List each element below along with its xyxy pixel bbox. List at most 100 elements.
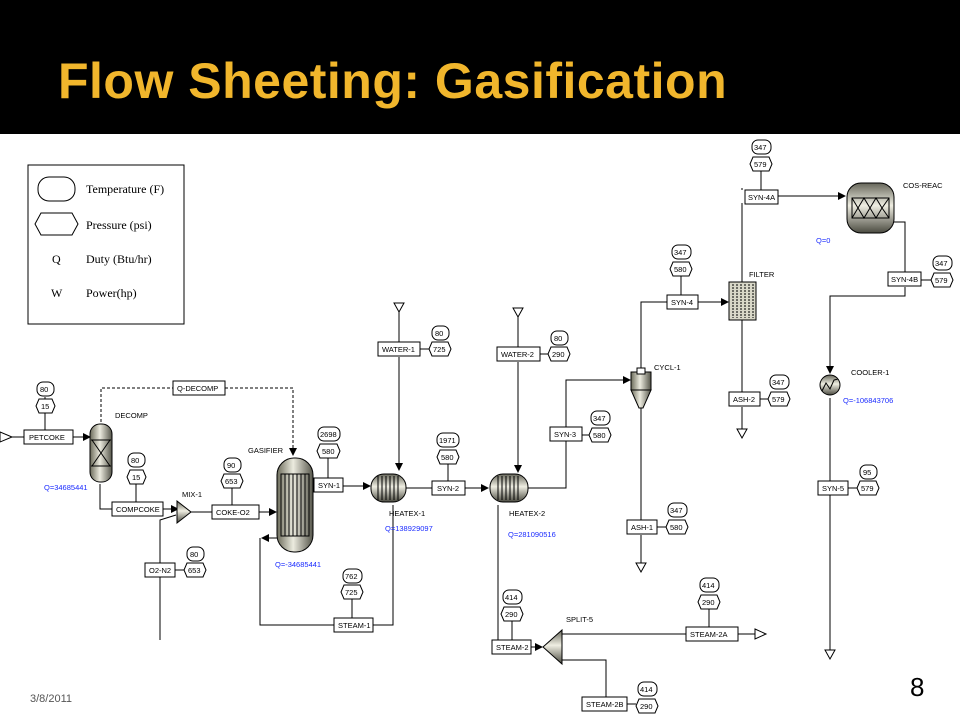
temperature-oval (637, 681, 658, 697)
steam-2a-pressure: 290 (702, 598, 715, 607)
petcoke-feed-arrow (0, 431, 14, 443)
water-2-pressure: 290 (552, 350, 565, 359)
syn-4-pressure: 580 (674, 265, 687, 274)
cooler-1[interactable] (819, 374, 841, 396)
pressure-hexagon (669, 261, 693, 277)
duty-decomp: Q=34685441 (44, 483, 88, 492)
legend-temperature: Temperature (F) (86, 182, 164, 196)
svg-text:COKE-O2: COKE-O2 (216, 508, 250, 517)
temperature-oval (436, 432, 460, 448)
pressure-hexagon (635, 698, 659, 714)
coke-o2-temperature: 90 (227, 461, 235, 470)
split-5-splitter[interactable] (542, 628, 563, 666)
svg-text:WATER-1: WATER-1 (382, 345, 415, 354)
svg-text:STEAM-2A: STEAM-2A (690, 630, 728, 639)
slide-date: 3/8/2011 (30, 693, 73, 705)
syn-2-temperature: 1971 (439, 436, 456, 445)
duty-gasifier: Q=-34685441 (275, 560, 321, 569)
slide-title: Flow Sheeting: Gasification (58, 53, 728, 109)
svg-text:ASH-1: ASH-1 (631, 523, 653, 532)
split-5-label: SPLIT-5 (566, 615, 593, 624)
slide-page-number: 8 (910, 672, 925, 702)
heatex-2-label: HEATEX-2 (509, 509, 545, 518)
temperature-oval (859, 464, 878, 480)
stream-compcoke[interactable] (111, 501, 164, 517)
svg-text:SYN-4B: SYN-4B (891, 275, 918, 284)
heatex-2-exchanger[interactable] (489, 473, 529, 503)
o2-n2-pressure: 653 (188, 566, 201, 575)
cos-reac-reactor[interactable] (846, 182, 895, 234)
temperature-oval (186, 546, 205, 562)
temperature-oval (342, 568, 363, 584)
svg-text:SYN-4A: SYN-4A (748, 193, 775, 202)
temperature-oval (317, 426, 341, 442)
power-symbol: W (51, 286, 63, 300)
title-bar: Flow Sheeting: Gasification (0, 0, 960, 134)
syn-4b-temperature: 347 (935, 259, 948, 268)
duty-cooler-1: Q=-106843706 (843, 396, 893, 405)
duty-symbol: Q (52, 252, 61, 266)
svg-text:ASH-2: ASH-2 (733, 395, 755, 404)
filter[interactable] (728, 281, 757, 321)
ash-1-pressure: 580 (670, 523, 683, 532)
stream-coke-o2[interactable] (211, 504, 260, 520)
heatex-1-label: HEATEX-1 (389, 509, 425, 518)
steam-2b-temperature: 414 (640, 685, 653, 694)
pressure-hexagon (697, 594, 721, 610)
pressure-symbol (34, 212, 79, 236)
heatex-1-exchanger[interactable] (370, 473, 407, 503)
cycl-1-label: CYCL-1 (654, 363, 681, 372)
stream-steam-2a[interactable] (685, 626, 739, 642)
gasifier-reactor[interactable] (276, 457, 314, 553)
legend: Temperature (F) Pressure (psi) Q Duty (B… (27, 164, 185, 325)
legend-duty: Duty (Btu/hr) (86, 252, 152, 266)
temperature-oval (699, 577, 720, 593)
process-flow-diagram: Temperature (F) Pressure (psi) Q Duty (B… (0, 139, 954, 714)
temperature-oval (36, 381, 55, 397)
svg-text:SYN-5: SYN-5 (822, 484, 844, 493)
decomp-label: DECOMP (115, 411, 148, 420)
pressure-hexagon (316, 443, 341, 459)
svg-text:O2-N2: O2-N2 (149, 566, 171, 575)
mix-1-mixer[interactable] (176, 499, 192, 525)
temperature-oval (502, 589, 523, 605)
steam-2a-temperature: 414 (702, 581, 715, 590)
svg-text:COMPCOKE: COMPCOKE (116, 505, 160, 514)
temperature-oval (223, 457, 242, 473)
stream-syn-3[interactable] (549, 426, 583, 442)
svg-text:Q-DECOMP: Q-DECOMP (177, 384, 218, 393)
svg-text:SYN-3: SYN-3 (554, 430, 576, 439)
pressure-hexagon (500, 606, 524, 622)
temperature-oval (667, 502, 688, 518)
ash-2-temperature: 347 (772, 378, 785, 387)
compcoke-temperature: 80 (131, 456, 139, 465)
cos-reac-label: COS-REAC (903, 181, 943, 190)
temperature-oval (431, 325, 450, 341)
syn-1-pressure: 580 (322, 447, 335, 456)
stream-petcoke[interactable] (23, 429, 74, 445)
temperature-oval (127, 452, 146, 468)
duty-cos-reac: Q=0 (816, 236, 830, 245)
o2-n2-temperature: 80 (190, 550, 198, 559)
duty-heatex-2: Q=281090516 (508, 530, 556, 539)
svg-text:PETCOKE: PETCOKE (29, 433, 65, 442)
stream-q-decomp[interactable] (172, 380, 226, 396)
steam-1-temperature: 762 (345, 572, 358, 581)
steam-2b-pressure: 290 (640, 702, 653, 711)
temperature-oval (590, 410, 611, 426)
svg-text:WATER-2: WATER-2 (501, 350, 534, 359)
stream-steam-1[interactable] (333, 617, 374, 633)
stream-syn-4[interactable] (666, 294, 699, 310)
syn-3-pressure: 580 (593, 431, 606, 440)
equipment: DECOMP MIX-1 GASIFIER HEATEX-1 (89, 181, 943, 666)
water-2-temperature: 80 (554, 334, 562, 343)
stream-syn-4b[interactable] (887, 271, 922, 287)
condition-tags: 80 15 80 15 90 653 80 653 2698 580 80 72… (35, 139, 954, 714)
duty-heatex-1: Q=138929097 (385, 524, 433, 533)
decomp-reactor[interactable] (89, 423, 113, 483)
compcoke-pressure: 15 (132, 473, 140, 482)
pressure-hexagon (436, 449, 460, 465)
temperature-symbol (37, 176, 76, 202)
cyclone[interactable] (630, 367, 652, 409)
temperature-oval (751, 139, 772, 155)
